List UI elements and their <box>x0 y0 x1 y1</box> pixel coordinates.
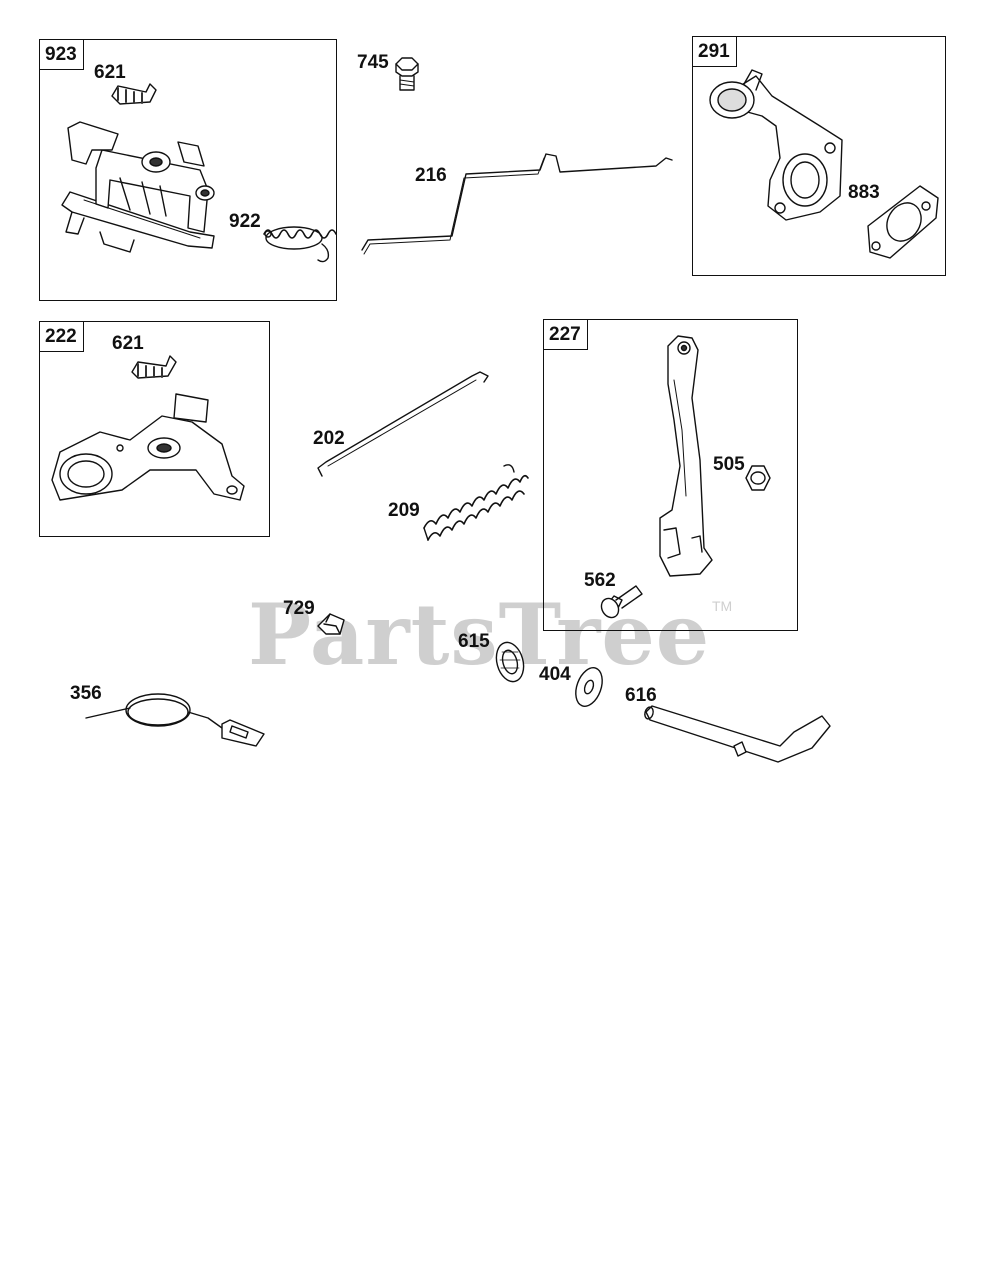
part-621-governor-clip-a[interactable] <box>111 83 157 105</box>
callout-621-lower[interactable]: 621 <box>112 333 144 354</box>
part-202-link-rod[interactable] <box>317 371 489 477</box>
part-922-governor-spring[interactable] <box>263 226 337 263</box>
assembly-box-923: 923 <box>39 39 337 301</box>
part-883-gasket[interactable] <box>867 185 939 259</box>
part-729-clip[interactable] <box>317 613 345 635</box>
part-616-governor-shaft[interactable] <box>644 705 831 763</box>
callout-922[interactable]: 922 <box>229 211 261 232</box>
part-404-washer[interactable] <box>571 664 607 710</box>
part-209-spring[interactable] <box>423 464 529 541</box>
assembly-box-222: 222 <box>39 321 270 537</box>
assembly-tag-222[interactable]: 222 <box>40 322 84 352</box>
assembly-tag-923[interactable]: 923 <box>40 40 84 70</box>
callout-562[interactable]: 562 <box>584 570 616 591</box>
assembly-tag-227[interactable]: 227 <box>544 320 588 350</box>
part-745-screw[interactable] <box>395 57 419 91</box>
callout-404[interactable]: 404 <box>539 664 571 685</box>
part-216-governor-link[interactable] <box>361 153 673 255</box>
watermark-trademark: TM <box>712 598 733 614</box>
callout-729[interactable]: 729 <box>283 598 315 619</box>
callout-209[interactable]: 209 <box>388 500 420 521</box>
part-621-governor-clip-b[interactable] <box>131 355 177 379</box>
part-923-control-bracket[interactable] <box>61 121 215 253</box>
callout-216[interactable]: 216 <box>415 165 447 186</box>
part-227-governor-lever[interactable] <box>659 335 713 577</box>
assembly-box-291: 291 <box>692 36 946 276</box>
assembly-tag-291[interactable]: 291 <box>693 37 737 67</box>
callout-505[interactable]: 505 <box>713 454 745 475</box>
callout-615[interactable]: 615 <box>458 631 490 652</box>
callout-745[interactable]: 745 <box>357 52 389 73</box>
part-356-ground-wire[interactable] <box>85 693 265 747</box>
callout-621-upper[interactable]: 621 <box>94 62 126 83</box>
part-505-nut[interactable] <box>745 465 771 491</box>
callout-202[interactable]: 202 <box>313 428 345 449</box>
part-615-bushing[interactable] <box>492 639 527 684</box>
assembly-box-227: 227 <box>543 319 798 631</box>
callout-356[interactable]: 356 <box>70 683 102 704</box>
part-291-throttle-bracket[interactable] <box>709 69 843 221</box>
part-222-control-plate[interactable] <box>51 393 245 501</box>
callout-616[interactable]: 616 <box>625 685 657 706</box>
callout-883[interactable]: 883 <box>848 182 880 203</box>
part-562-pin[interactable] <box>598 585 643 621</box>
